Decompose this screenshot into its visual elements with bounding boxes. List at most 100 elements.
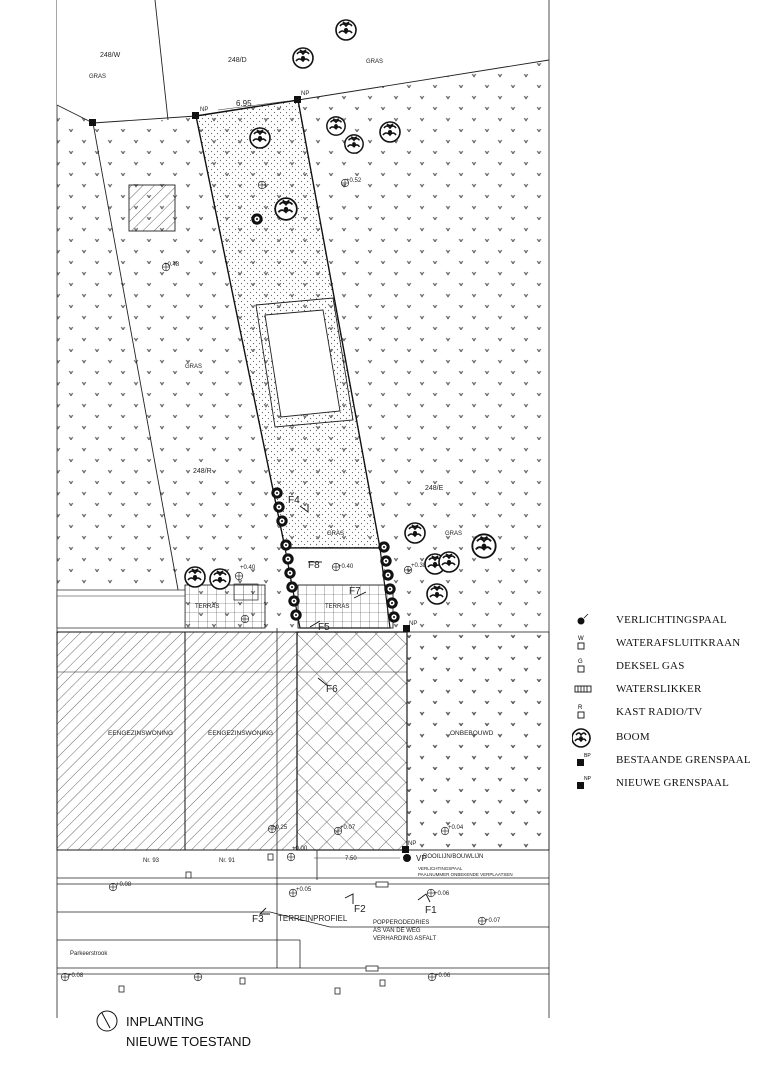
legend-item: VERLICHTINGSPAAL bbox=[572, 610, 727, 630]
existing-boundary-post-icon: BP bbox=[572, 750, 598, 770]
tree-icon bbox=[274, 197, 298, 221]
parcel-label: 248/D bbox=[228, 57, 247, 64]
vp-label: VP bbox=[416, 854, 427, 863]
legend-label: NIEUWE GRENSPAAL bbox=[616, 777, 730, 789]
tree-icon bbox=[288, 595, 300, 607]
north-arrow-icon bbox=[96, 1010, 118, 1032]
tree-icon bbox=[286, 581, 298, 593]
legend-label: BOOM bbox=[616, 731, 650, 743]
street-light-icon bbox=[572, 610, 598, 630]
tree-icon bbox=[571, 727, 598, 748]
drain-grate-icon bbox=[572, 679, 598, 699]
parcel-label: 248/W bbox=[100, 52, 121, 59]
road-label: POPPERODEDRIES bbox=[373, 920, 429, 926]
section-label: F2 bbox=[354, 904, 366, 915]
legend-label: BESTAANDE GRENSPAAL bbox=[616, 754, 751, 766]
legend-label: KAST RADIO/TV bbox=[616, 706, 703, 718]
rooilijn-label: ROOILIJN/BOUWLIJN bbox=[423, 854, 483, 860]
svg-text:W: W bbox=[578, 636, 584, 642]
section-label: F7 bbox=[349, 586, 361, 597]
tree-icon bbox=[251, 213, 263, 225]
section-label: F4 bbox=[288, 495, 300, 506]
new-boundary-post-icon: NP bbox=[572, 773, 598, 793]
level-value: +0.38 bbox=[411, 563, 427, 569]
radio-tv-cabinet-icon: R bbox=[572, 702, 598, 722]
tree-icon bbox=[290, 609, 302, 621]
legend-label: VERLICHTINGSPAAL bbox=[616, 614, 727, 626]
width-dimension: 7.50 bbox=[345, 856, 357, 862]
dimension-lines bbox=[217, 100, 400, 859]
tree-icon bbox=[382, 569, 394, 581]
section-label: F8 bbox=[308, 560, 320, 571]
section-label: F5 bbox=[318, 622, 330, 633]
parcel-label: 248/E bbox=[425, 485, 444, 492]
new-boundary-post-icon bbox=[192, 112, 199, 119]
level-value: +0.48 bbox=[164, 262, 180, 268]
np-label: NP bbox=[408, 841, 416, 847]
np-label: NP bbox=[200, 107, 208, 113]
tree-icon bbox=[284, 567, 296, 579]
terrace-label: TERRAS bbox=[195, 604, 219, 610]
tree-icon bbox=[344, 134, 364, 154]
svg-text:R: R bbox=[578, 705, 583, 711]
tree-icon bbox=[384, 583, 396, 595]
legend-label: WATERAFSLUITKRAAN bbox=[616, 637, 741, 649]
road-label: AS VAN DE WEG bbox=[373, 928, 421, 934]
tree-icon bbox=[280, 539, 292, 551]
legend-item: BOOM bbox=[571, 727, 650, 748]
street bbox=[57, 628, 549, 975]
level-value: +0.40 bbox=[338, 564, 354, 570]
terreinprofiel-label: TERREINPROFIEL bbox=[278, 914, 348, 923]
level-value: +0.04 bbox=[448, 825, 464, 831]
street-light-icon bbox=[403, 854, 411, 862]
tree-icon bbox=[388, 611, 400, 623]
level-value: +0.25 bbox=[272, 825, 288, 831]
new-boundary-post-icon bbox=[402, 846, 409, 853]
tree-icon bbox=[249, 127, 271, 149]
house-number: Nr. 93 bbox=[143, 858, 160, 864]
boundary-posts bbox=[89, 96, 411, 862]
tree-icon bbox=[471, 533, 497, 559]
tree-icon bbox=[438, 551, 460, 573]
plan-labels: 248/W 248/D 248/R 248/E GRAS GRAS GRAS G… bbox=[68, 52, 513, 979]
parcel-label: 248/R bbox=[193, 468, 212, 475]
grass-label: GRAS bbox=[366, 59, 383, 65]
grass-label: GRAS bbox=[327, 531, 344, 537]
terrace-label: TERRAS bbox=[325, 604, 349, 610]
level-value: +0.06 bbox=[434, 891, 450, 897]
legend-item: R KAST RADIO/TV bbox=[572, 702, 702, 722]
tree-icon bbox=[276, 515, 288, 527]
grass-label: GRAS bbox=[89, 74, 106, 80]
road-label: VERHARDING ASFALT bbox=[373, 936, 437, 942]
legend-item: G DEKSEL GAS bbox=[572, 656, 685, 676]
level-value: +0.06 bbox=[435, 973, 451, 979]
level-value: +0.52 bbox=[346, 178, 362, 184]
utility-symbols bbox=[118, 853, 386, 995]
section-label: F1 bbox=[425, 905, 437, 916]
house-number: Nr. 91 bbox=[219, 858, 236, 864]
new-boundary-post-icon bbox=[294, 96, 301, 103]
terrace-area bbox=[56, 547, 394, 629]
water-valve-icon: W bbox=[572, 633, 598, 653]
house-label: EENGEZINSWONING bbox=[108, 730, 173, 737]
tree-icon bbox=[380, 555, 392, 567]
house-label: EENGEZINSWONING bbox=[208, 730, 273, 737]
level-value: +0.40 bbox=[240, 565, 256, 571]
section-label: F6 bbox=[326, 684, 338, 695]
grass-label: GRAS bbox=[445, 531, 462, 537]
tree-icon bbox=[326, 116, 346, 136]
tree-icon bbox=[184, 566, 206, 588]
legend-label: DEKSEL GAS bbox=[616, 660, 685, 672]
tree-icon bbox=[292, 47, 314, 69]
vp-note: PAALNUMMER ONBEKENDE VERPLAATSEN bbox=[418, 872, 513, 877]
tree-icon bbox=[271, 487, 283, 499]
vp-note: VERLICHTINGSPAAL bbox=[418, 866, 463, 871]
grass-label: GRAS bbox=[185, 364, 202, 370]
tree-icon bbox=[209, 568, 231, 590]
svg-text:NP: NP bbox=[584, 776, 592, 782]
tree-icon bbox=[273, 501, 285, 513]
tree-icon bbox=[379, 121, 401, 143]
np-label: NP bbox=[409, 621, 417, 627]
svg-text:BP: BP bbox=[584, 753, 591, 759]
